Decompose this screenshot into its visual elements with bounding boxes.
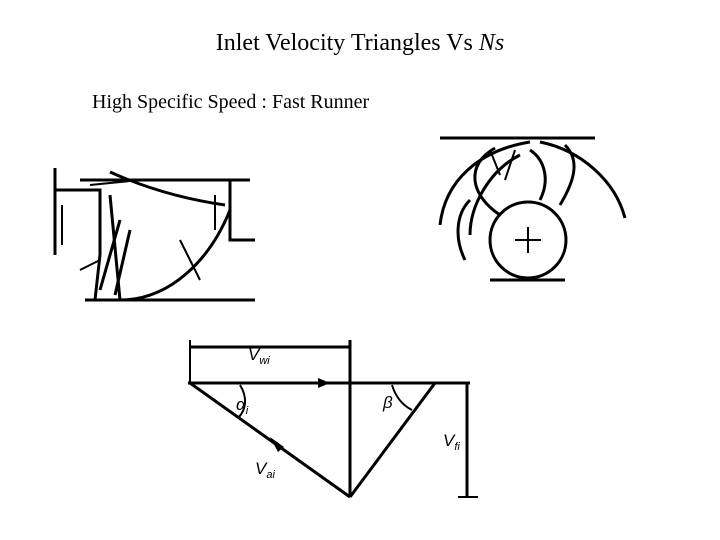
vai-arrowhead [270,437,284,452]
alpha-arc [237,384,246,419]
slide-title: Inlet Velocity Triangles Vs Ns [0,30,720,57]
relative-velocity-vector [348,382,437,498]
title-text: Inlet Velocity Triangles Vs [215,30,473,56]
beta-arc [391,384,413,411]
vwi-arrowhead [318,378,330,388]
beta-label: β [382,393,393,412]
vwi-label: Vwi [248,345,270,367]
slide-subtitle: High Specific Speed : Fast Runner [92,91,370,113]
vfi-label: Vfi [443,431,460,453]
title-ns: Ns [478,30,505,56]
vai-label: Vai [255,459,275,481]
vai-vector [189,381,351,499]
alpha-label: αi [236,395,249,417]
